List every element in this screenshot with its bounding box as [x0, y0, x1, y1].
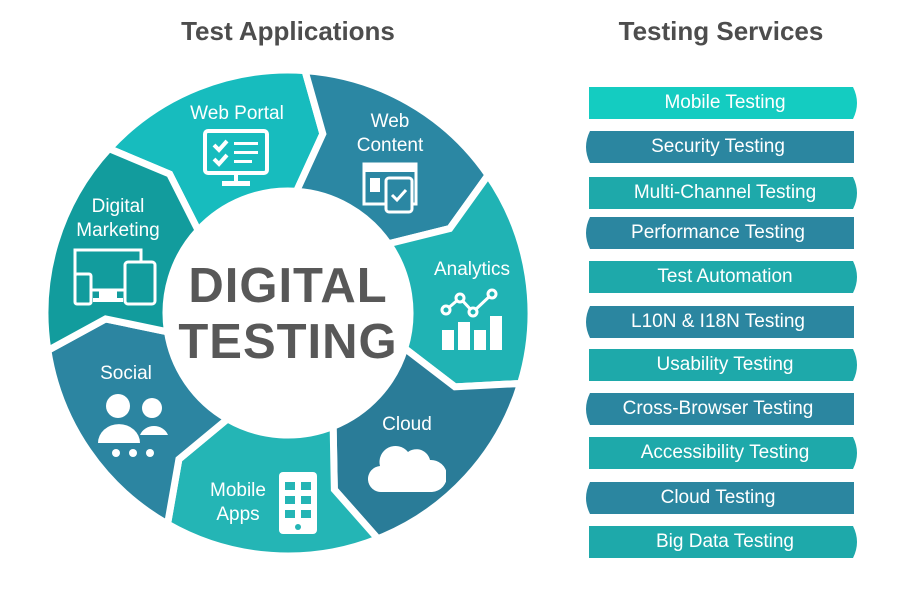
- segment-label-mobile-apps: Mobile Apps: [210, 480, 266, 525]
- center-circle: [169, 194, 407, 432]
- web-content-check-icon: [362, 162, 418, 214]
- service-item-accessibility-testing: Accessibility Testing: [589, 437, 861, 469]
- service-item-big-data-testing: Big Data Testing: [589, 526, 861, 558]
- service-item-cross-browser-testing: Cross-Browser Testing: [582, 393, 854, 425]
- service-item-label: Security Testing: [651, 136, 785, 157]
- service-item-label: Mobile Testing: [664, 92, 786, 113]
- service-item-label: Multi-Channel Testing: [633, 182, 817, 203]
- segment-label-web-portal: Web Portal: [190, 103, 284, 124]
- service-item-l10n-i18n-testing: L10N & I18N Testing: [582, 306, 854, 338]
- service-item-shape: [589, 349, 857, 381]
- service-item-label: Test Automation: [657, 266, 793, 287]
- service-item-label: Cloud Testing: [660, 487, 776, 508]
- service-item-multi-channel-testing: Multi-Channel Testing: [589, 177, 861, 209]
- service-item-shape: [586, 482, 854, 514]
- test-applications-heading: Test Applications: [181, 16, 395, 46]
- service-item-label: Accessibility Testing: [640, 442, 810, 463]
- center-title-line1: DIGITAL: [188, 259, 388, 313]
- testing-services-heading: Testing Services: [618, 16, 824, 46]
- service-item-shape: [586, 131, 854, 163]
- service-item-security-testing: Security Testing: [582, 131, 854, 163]
- service-item-label: Cross-Browser Testing: [622, 398, 814, 419]
- service-item-shape: [589, 261, 857, 293]
- service-item-shape: [589, 177, 857, 209]
- social-people-icon: [98, 394, 168, 457]
- service-item-shape: [586, 217, 854, 249]
- mobile-apps-icon: [279, 472, 317, 534]
- segment-label-web-content: Web Content: [356, 111, 424, 156]
- devices-icon: [73, 248, 157, 306]
- service-item-shape: [589, 437, 857, 469]
- service-item-shape: [586, 306, 854, 338]
- service-item-mobile-testing: Mobile Testing: [589, 87, 861, 119]
- segment-label-digital-marketing: Digital Marketing: [76, 196, 160, 241]
- service-item-performance-testing: Performance Testing: [582, 217, 854, 249]
- segment-label-cloud: Cloud: [382, 414, 432, 435]
- segment-label-social: Social: [100, 363, 152, 384]
- center-title-line2: TESTING: [178, 315, 398, 369]
- service-item-label: L10N & I18N Testing: [631, 311, 805, 332]
- center-title: DIGITAL TESTING: [178, 258, 397, 370]
- analytics-chart-icon: [440, 288, 502, 350]
- service-item-shape: [589, 526, 857, 558]
- monitor-checklist-icon: [203, 129, 269, 186]
- service-item-label: Performance Testing: [631, 222, 805, 243]
- service-item-test-automation: Test Automation: [589, 261, 861, 293]
- service-item-label: Usability Testing: [656, 354, 794, 375]
- service-item-shape: [586, 393, 854, 425]
- service-item-label: Big Data Testing: [655, 531, 794, 552]
- service-item-usability-testing: Usability Testing: [589, 349, 861, 381]
- service-item-cloud-testing: Cloud Testing: [582, 482, 854, 514]
- service-item-shape: [589, 87, 857, 119]
- cloud-icon: [368, 446, 446, 493]
- segment-label-analytics: Analytics: [433, 259, 511, 280]
